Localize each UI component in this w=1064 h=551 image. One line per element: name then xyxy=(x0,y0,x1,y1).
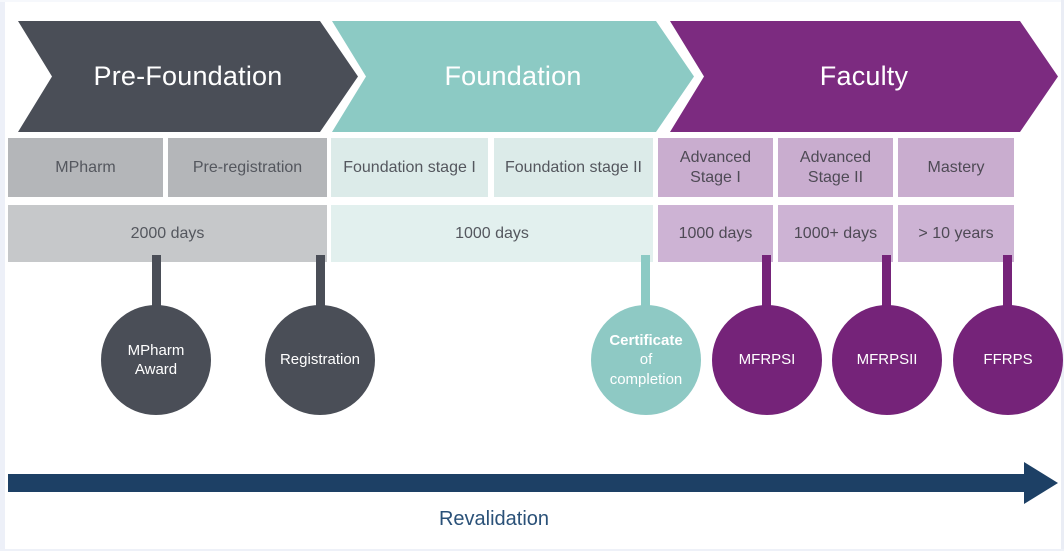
milestone-registration: Registration xyxy=(265,305,375,415)
stage-arrow-pre-foundation: Pre-Foundation xyxy=(18,21,358,132)
milestone-certificate-of-completion: Certificate of completion xyxy=(591,305,701,415)
duration-advanced-1-1000-days: 1000 days xyxy=(658,205,773,262)
milestone-mpharm-award: MPharm Award xyxy=(101,305,211,415)
stage-label-pre-foundation: Pre-Foundation xyxy=(93,61,283,91)
stage-label-foundation: Foundation xyxy=(444,61,582,91)
substage-mpharm: MPharm xyxy=(8,138,163,197)
milestone-line: Registration xyxy=(279,351,361,369)
stem-ffrps xyxy=(1003,255,1012,308)
duration-mastery-10-years: > 10 years xyxy=(898,205,1014,262)
milestone-mfrpsi: MFRPSI xyxy=(712,305,822,415)
substage-advanced-stage-2: Advanced Stage II xyxy=(778,138,893,197)
milestone-mfrpsii: MFRPSII xyxy=(832,305,942,415)
substage-foundation-stage-1: Foundation stage I xyxy=(331,138,488,197)
stem-mfrpsii xyxy=(882,255,891,308)
frame-edge-top xyxy=(0,0,1064,2)
frame-edge-left xyxy=(0,0,5,551)
duration-pre-foundation-2000-days: 2000 days xyxy=(8,205,327,262)
revalidation-arrow-shaft xyxy=(8,474,1025,492)
milestone-line: MFRPSII xyxy=(856,351,918,369)
stem-certificate xyxy=(641,255,650,308)
stage-arrow-faculty: Faculty xyxy=(670,21,1058,132)
milestone-line: completion xyxy=(609,370,683,388)
duration-advanced-2-1000-plus-days: 1000+ days xyxy=(778,205,893,262)
stage-label-faculty: Faculty xyxy=(819,61,909,91)
stem-mpharm-award xyxy=(152,255,161,308)
milestone-line: FFRPS xyxy=(983,351,1033,369)
substage-advanced-stage-1: Advanced Stage I xyxy=(658,138,773,197)
milestone-ffrps: FFRPS xyxy=(953,305,1063,415)
milestone-line: of xyxy=(639,351,653,369)
substage-mastery: Mastery xyxy=(898,138,1014,197)
stage-arrow-foundation: Foundation xyxy=(332,21,694,132)
milestone-line: Certificate xyxy=(609,331,683,349)
frame-edge-right xyxy=(1061,0,1064,551)
substage-foundation-stage-2: Foundation stage II xyxy=(494,138,653,197)
duration-foundation-1000-days: 1000 days xyxy=(331,205,653,262)
stem-registration xyxy=(316,255,325,308)
milestone-line: MPharm xyxy=(127,341,185,359)
stem-mfrpsi xyxy=(762,255,771,308)
milestone-line: Award xyxy=(134,361,178,378)
revalidation-arrowhead-icon xyxy=(1024,462,1058,504)
milestone-line: MFRPSI xyxy=(738,351,796,369)
frame-edge-bottom xyxy=(0,549,1064,551)
revalidation-label: Revalidation xyxy=(438,508,550,530)
substage-pre-registration: Pre-registration xyxy=(168,138,327,197)
